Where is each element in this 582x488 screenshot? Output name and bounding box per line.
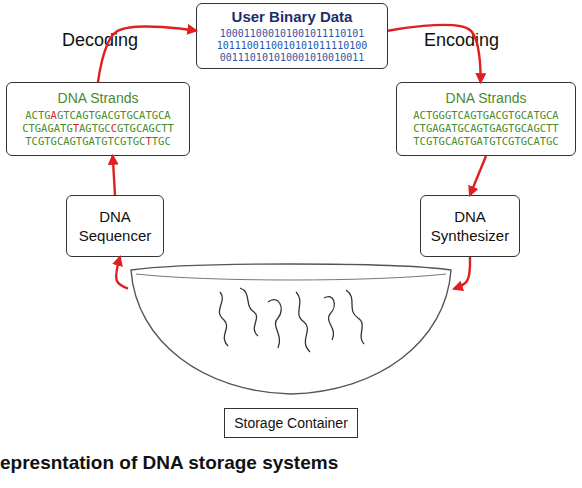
phase-label: Encoding bbox=[424, 30, 499, 51]
box-heading: DNA Strands bbox=[446, 90, 527, 106]
box-label: DNA Sequencer bbox=[67, 207, 163, 245]
figure-caption: epresntation of DNA storage systems bbox=[0, 452, 338, 474]
mutated-base: C bbox=[111, 122, 117, 134]
flow-arrow bbox=[454, 257, 470, 289]
dna-strand-drawing bbox=[296, 292, 310, 352]
dna-strand-drawing bbox=[268, 300, 281, 348]
box-label: DNA Synthesizer bbox=[421, 207, 519, 245]
process-box: DNA Synthesizer bbox=[420, 195, 520, 257]
dna-strand-drawing bbox=[240, 288, 258, 336]
dna-strand-drawing bbox=[346, 290, 364, 344]
bowl-body bbox=[131, 264, 451, 394]
dna-sequence: ACTGAGTCAGTGACGTGCATGCA CTGAGATGTAGTGCCG… bbox=[14, 109, 182, 148]
strand-box: DNA StrandsACTGAGTCAGTGACGTGCATGCA CTGAG… bbox=[6, 82, 190, 156]
container-label: Storage Container bbox=[224, 408, 358, 438]
flow-arrow bbox=[116, 257, 128, 289]
bowl-rim bbox=[136, 274, 446, 280]
dna-strand-drawing bbox=[219, 292, 228, 346]
flow-arrow bbox=[388, 25, 481, 82]
dna-sequence: ACTGGGTCAGTGACGTGCATGCA CTGAGATGCAGTGAGT… bbox=[402, 109, 570, 148]
mutated-base: T bbox=[73, 122, 79, 134]
mutated-base: A bbox=[51, 109, 57, 121]
phase-label: Decoding bbox=[62, 30, 138, 51]
dna-run: TGC bbox=[152, 135, 171, 147]
process-box: DNA Sequencer bbox=[66, 195, 164, 257]
flow-arrow bbox=[470, 156, 486, 195]
box-heading: DNA Strands bbox=[58, 90, 139, 106]
strand-box: DNA StrandsACTGGGTCAGTGACGTGCATGCA CTGAG… bbox=[396, 82, 576, 156]
dna-strand-drawing bbox=[324, 297, 334, 340]
storage-container: Storage Container bbox=[128, 262, 454, 440]
dna-run: ACTG bbox=[25, 109, 50, 121]
binary-data: 100011000101001011110101 101110011001010… bbox=[208, 28, 376, 64]
dna-run: AGTGC bbox=[79, 122, 111, 134]
flow-arrow bbox=[98, 27, 196, 82]
mutated-base: T bbox=[145, 135, 151, 147]
data-box: User Binary Data 100011000101001011110101… bbox=[196, 3, 388, 69]
flow-arrow bbox=[113, 156, 115, 195]
box-heading: User Binary Data bbox=[232, 8, 353, 25]
